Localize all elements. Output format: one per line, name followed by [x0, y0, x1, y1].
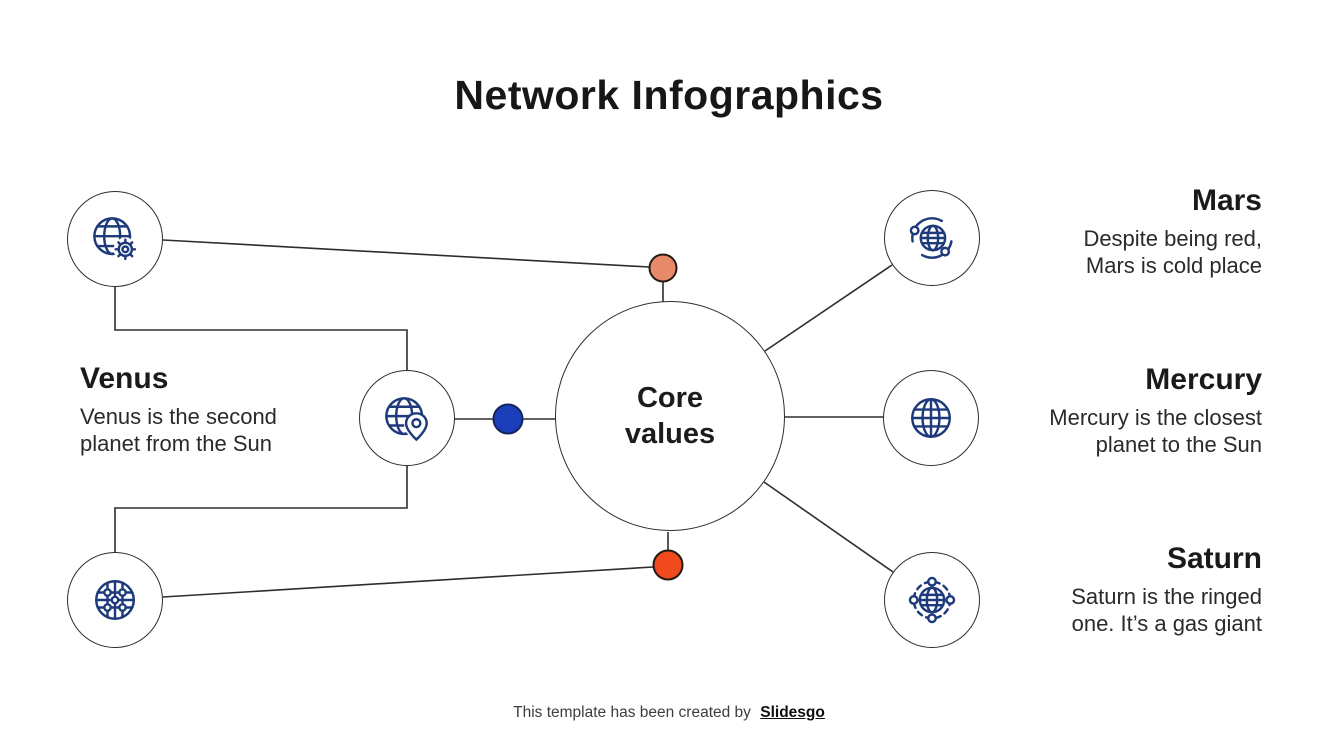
venus-desc-line1: Venus is the second	[80, 403, 277, 429]
connector-topleft-to-top-dot	[162, 239, 650, 268]
accent-dot-bottom	[652, 549, 684, 581]
core-values-line2: values	[624, 418, 716, 450]
mercury-desc-line2: planet to the Sun	[1095, 432, 1262, 458]
slidesgo-link[interactable]: Slidesgo	[760, 704, 825, 721]
connector-bottomleft-to-bottom-dot	[162, 566, 654, 598]
venus-title: Venus	[80, 362, 169, 395]
accent-dot-top	[648, 253, 678, 283]
slide-title: Network Infographics	[454, 72, 884, 118]
mars-title: Mars	[1191, 184, 1262, 217]
connector-topleft-to-midleft	[114, 287, 408, 370]
node-mid-left-venus	[359, 370, 455, 466]
venus-info: Venus Venus is the second planet from th…	[80, 362, 410, 458]
mercury-desc-line1: Mercury is the closest	[1049, 404, 1262, 430]
saturn-desc-line2: one. It’s a gas giant	[1071, 611, 1262, 637]
node-top-left	[67, 191, 163, 287]
node-bottom-left	[67, 552, 163, 648]
accent-dot-left	[492, 403, 524, 435]
globe-gear-icon	[93, 217, 138, 262]
node-mid-right-mercury	[883, 370, 979, 466]
connector-midleft-to-bottomleft	[114, 466, 408, 552]
footer-text: This template has been created by	[513, 704, 751, 721]
saturn-desc-line1: Saturn is the ringed	[1071, 583, 1262, 609]
mars-desc-line1: Despite being red,	[1083, 225, 1262, 251]
globe-location-pin-icon	[385, 397, 429, 442]
core-values-node: Core values	[555, 301, 785, 531]
connector-center-to-mars	[764, 264, 893, 352]
saturn-title: Saturn	[1166, 542, 1262, 575]
mercury-title: Mercury	[1145, 363, 1262, 396]
globe-grid-icon	[911, 398, 951, 438]
mercury-info: Mercury Mercury is the closest planet to…	[932, 363, 1262, 459]
saturn-info: Saturn Saturn is the ringed one. It’s a …	[932, 542, 1262, 638]
node-bottom-right-saturn	[884, 552, 980, 648]
globe-orbit-icon	[909, 217, 953, 259]
globe-network-icon	[95, 580, 135, 620]
connector-center-to-saturn	[763, 481, 894, 573]
mars-desc-line2: Mars is cold place	[1085, 253, 1262, 279]
globe-satellites-icon	[908, 576, 956, 624]
footer-credit: This template has been created by Slides…	[0, 704, 1338, 722]
core-values-label: Core values	[625, 380, 715, 453]
venus-desc-line2: planet from the Sun	[80, 431, 273, 457]
node-top-right-mars	[884, 190, 980, 286]
core-values-line1: Core	[636, 381, 704, 414]
mars-info: Mars Despite being red, Mars is cold pla…	[932, 184, 1262, 280]
